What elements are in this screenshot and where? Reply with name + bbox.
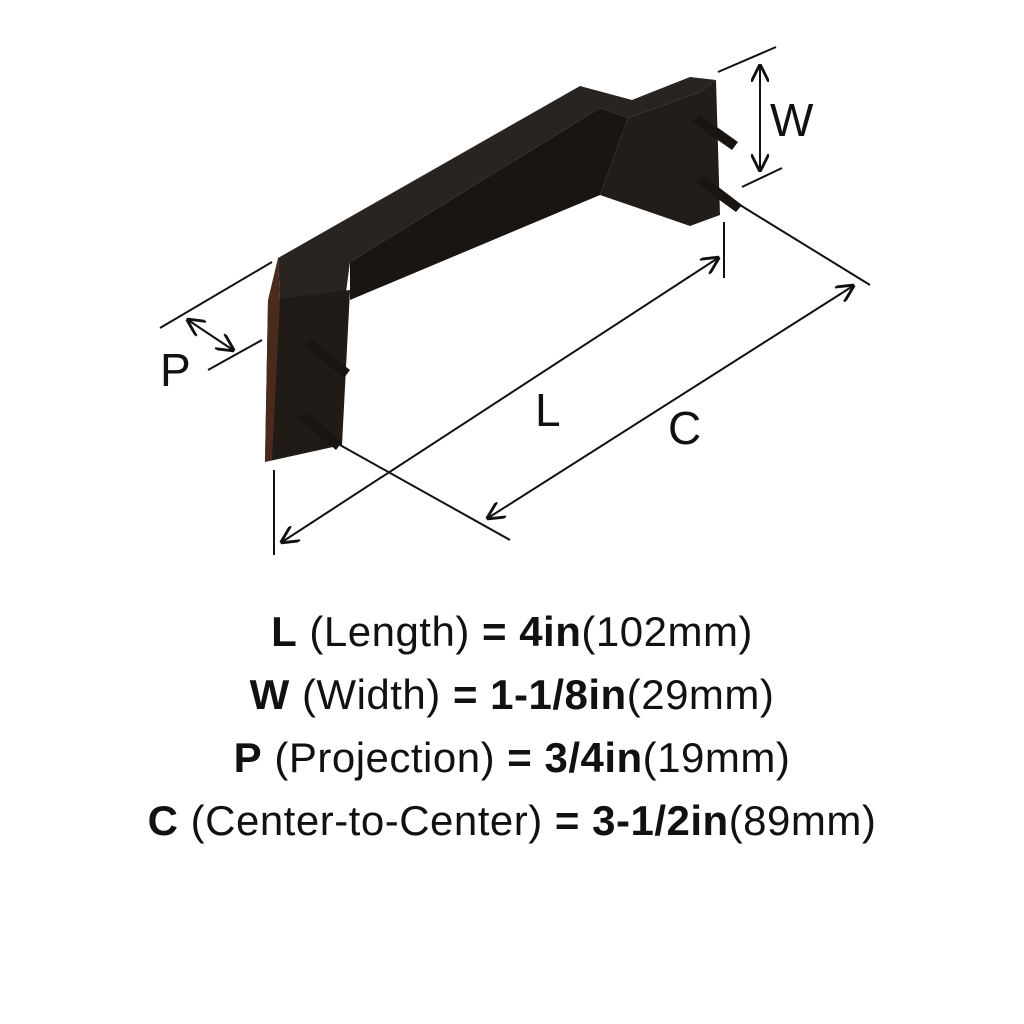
spec-value: = 3-1/2in	[554, 797, 729, 844]
spec-value: = 1-1/8in	[452, 671, 627, 718]
spec-metric: (102mm)	[581, 608, 753, 655]
spec-letter: L	[271, 608, 298, 655]
spec-metric: (89mm)	[728, 797, 877, 844]
center-to-center-label: C	[668, 402, 701, 454]
handle-right-foot	[600, 80, 720, 226]
spec-projection: P (Projection) = 3/4in(19mm)	[0, 726, 1024, 789]
dimension-diagram: W P L C	[159, 46, 871, 555]
spec-length: L (Length) = 4in(102mm)	[0, 600, 1024, 663]
spec-name: (Length)	[309, 608, 470, 655]
specifications-list: L (Length) = 4in(102mm) W (Width) = 1-1/…	[0, 600, 1024, 852]
projection-label: P	[160, 344, 191, 396]
spec-value: = 3/4in	[507, 734, 643, 781]
spec-letter: C	[147, 797, 179, 844]
spec-center-to-center: C (Center-to-Center) = 3-1/2in(89mm)	[0, 789, 1024, 852]
spec-name: (Width)	[301, 671, 441, 718]
spec-letter: W	[249, 671, 290, 718]
spec-name: (Center-to-Center)	[190, 797, 543, 844]
length-label: L	[535, 384, 561, 436]
spec-name: (Projection)	[274, 734, 496, 781]
spec-width: W (Width) = 1-1/8in(29mm)	[0, 663, 1024, 726]
spec-letter: P	[233, 734, 263, 781]
dimension-lines	[159, 46, 871, 555]
handle-left-edge-highlight	[265, 258, 280, 462]
handle-inner-bar	[350, 108, 628, 300]
width-label: W	[770, 94, 814, 146]
spec-metric: (19mm)	[642, 734, 791, 781]
spec-metric: (29mm)	[626, 671, 775, 718]
spec-value: = 4in	[482, 608, 582, 655]
